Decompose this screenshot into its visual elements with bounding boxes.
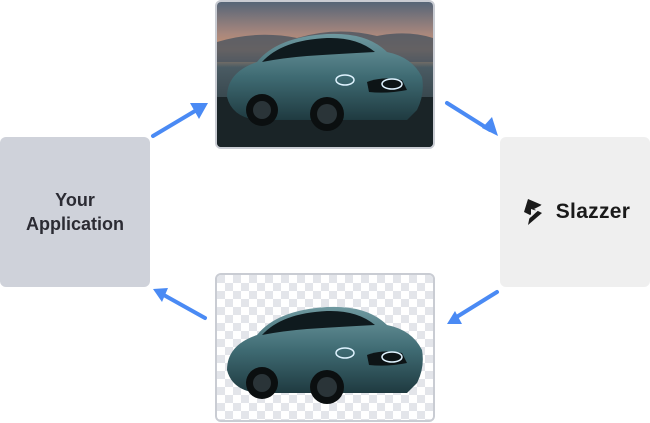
arrow-cutout-to-app [153,288,207,320]
car-photo-image [217,2,433,147]
slazzer-logo-icon [523,199,546,225]
your-application-box: Your Application [0,137,150,287]
arrow-app-to-original [151,103,208,138]
car-cutout-image [217,275,433,420]
cutout-car-photo [215,273,435,422]
app-label-line2: Application [26,214,124,234]
slazzer-logo: Slazzer [520,197,630,227]
slazzer-name: Slazzer [555,200,631,223]
your-application-label: Your Application [10,188,140,236]
slazzer-box: Slazzer [500,137,650,287]
arrow-original-to-brand [445,101,498,136]
original-car-photo [215,0,435,149]
arrow-brand-to-cutout [447,290,499,324]
app-label-line1: Your [55,190,95,210]
